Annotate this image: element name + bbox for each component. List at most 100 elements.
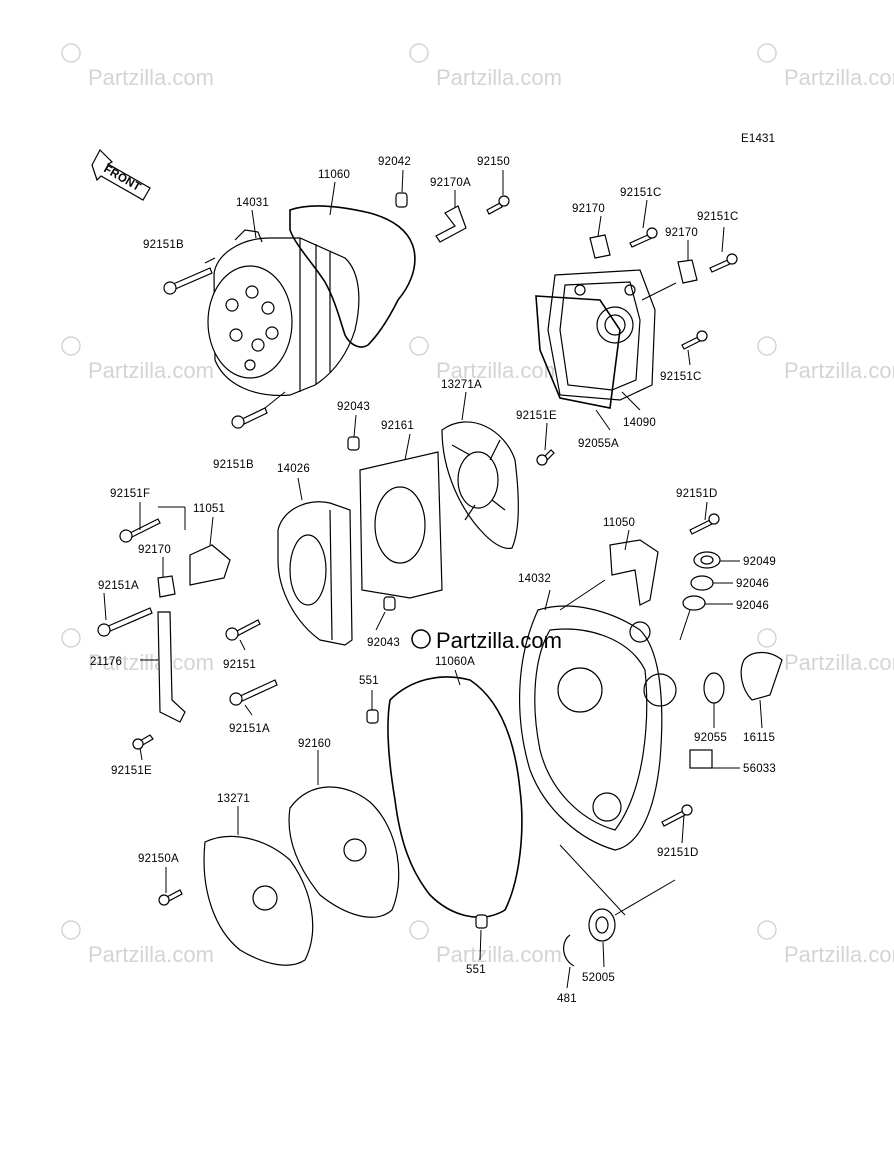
svg-text:Partzilla.com: Partzilla.com: [784, 358, 894, 383]
label-92151A: 92151A: [98, 580, 139, 592]
plate-92160: [288, 786, 400, 918]
watermark: Partzilla.com: [61, 920, 214, 967]
guide-92170A: [435, 205, 467, 243]
label-92043: 92043: [337, 401, 370, 413]
watermark: Partzilla.com: [409, 43, 562, 90]
bracket-11050: [609, 539, 659, 606]
label-92150A: 92150A: [138, 853, 179, 865]
label-11050: 11050: [603, 517, 635, 529]
clamp-92170-c: [157, 575, 176, 598]
label-11060: 11060: [318, 169, 350, 181]
label-481: 481: [557, 993, 577, 1005]
seal-92049: [693, 551, 721, 569]
clamp-92170-b: [677, 259, 698, 284]
svg-text:Partzilla.com: Partzilla.com: [436, 942, 562, 967]
label-92151D: 92151D: [676, 488, 717, 500]
svg-text:Partzilla.com: Partzilla.com: [784, 942, 894, 967]
watermark-layer: Partzilla.com Partzilla.com Partzilla.co…: [61, 43, 894, 967]
bearing-92046-b: [682, 595, 706, 611]
gasket-92055A: [535, 295, 621, 409]
label-92046: 92046: [736, 600, 769, 612]
bolt-92151E-left: [132, 734, 154, 750]
label-92151E: 92151E: [111, 765, 152, 777]
label-92151F: 92151F: [110, 488, 150, 500]
watermark: Partzilla.com: [61, 628, 214, 675]
gasket-11060A: [387, 676, 523, 918]
bolt-92151D-top: [689, 513, 720, 535]
bracket-11051: [189, 544, 231, 586]
label-551: 551: [466, 964, 486, 976]
label-92049: 92049: [743, 556, 776, 568]
bearing-92046-a: [690, 575, 714, 591]
label-92046: 92046: [736, 578, 769, 590]
svg-text:Partzilla.com: Partzilla.com: [784, 65, 894, 90]
svg-text:Partzilla.com: Partzilla.com: [784, 650, 894, 675]
bolt-92150: [486, 195, 510, 215]
cap-16115: [740, 651, 783, 701]
label-13271A: 13271A: [441, 379, 482, 391]
bolt-92151C-a: [629, 227, 658, 248]
label-92161: 92161: [381, 420, 414, 432]
svg-text:Partzilla.com: Partzilla.com: [436, 628, 562, 653]
svg-text:Partzilla.com: Partzilla.com: [88, 65, 214, 90]
center-watermark: Partzilla.com: [411, 628, 562, 653]
svg-text:Partzilla.com: Partzilla.com: [436, 358, 562, 383]
label-92151A: 92151A: [229, 723, 270, 735]
diagram-code: E1431: [741, 133, 775, 145]
watermark: Partzilla.com: [409, 336, 562, 383]
label-14032: 14032: [518, 573, 551, 585]
dowel-551-top: [366, 709, 379, 724]
watermark: Partzilla.com: [757, 43, 894, 90]
bolt-92151F: [119, 518, 161, 543]
plate-92161: [359, 451, 443, 599]
label-92170: 92170: [665, 227, 698, 239]
label-16115: 16115: [743, 732, 775, 744]
label-11051: 11051: [193, 503, 225, 515]
clamp-92170-a: [589, 234, 611, 259]
svg-text:Partzilla.com: Partzilla.com: [88, 942, 214, 967]
label-14090: 14090: [623, 417, 656, 429]
bolt-92151A-left: [97, 607, 153, 637]
watermark: Partzilla.com: [409, 920, 562, 967]
label-92151C: 92151C: [697, 211, 738, 223]
label-92170: 92170: [572, 203, 605, 215]
label-52005: 52005: [582, 972, 615, 984]
label-14031: 14031: [236, 197, 269, 209]
dowel-92042: [395, 192, 408, 208]
label-92151: 92151: [223, 659, 256, 671]
label-92151D: 92151D: [657, 847, 698, 859]
cover-14026: [277, 501, 353, 646]
watermark: Partzilla.com: [757, 920, 894, 967]
watermark: Partzilla.com: [757, 628, 894, 675]
svg-text:Partzilla.com: Partzilla.com: [88, 358, 214, 383]
label-13271: 13271: [217, 793, 250, 805]
label-92055A: 92055A: [578, 438, 619, 450]
dowel-92043-b: [383, 596, 396, 611]
sensor-21176: [157, 611, 186, 723]
bolt-92151C-b: [709, 253, 738, 273]
label-56033: 56033: [743, 763, 776, 775]
dowel-551-bottom: [475, 914, 488, 929]
label-92170A: 92170A: [430, 177, 471, 189]
bolt-92151C-c: [681, 330, 708, 350]
label-551: 551: [359, 675, 379, 687]
part-labels: 11060 92042 92150 14031 92170A 92151B 92…: [90, 156, 776, 1005]
bolt-92151B-bottom: [231, 407, 268, 429]
label-92150: 92150: [477, 156, 510, 168]
watermark: Partzilla.com: [757, 336, 894, 383]
label-92151C: 92151C: [620, 187, 661, 199]
label-92151C: 92151C: [660, 371, 701, 383]
label-11060A: 11060A: [435, 656, 475, 668]
label-92160: 92160: [298, 738, 331, 750]
dowel-92043-a: [347, 436, 360, 451]
leader-lines: [103, 169, 763, 989]
clutch-cover-14032: [519, 605, 677, 851]
plate-13271: [203, 835, 314, 966]
seal-52005: [588, 908, 616, 942]
svg-text:Partzilla.com: Partzilla.com: [88, 650, 214, 675]
plate-13271A: [441, 421, 520, 550]
label-21176: 21176: [90, 656, 122, 668]
svg-text:Partzilla.com: Partzilla.com: [436, 65, 562, 90]
gasket-11060: [289, 205, 416, 348]
